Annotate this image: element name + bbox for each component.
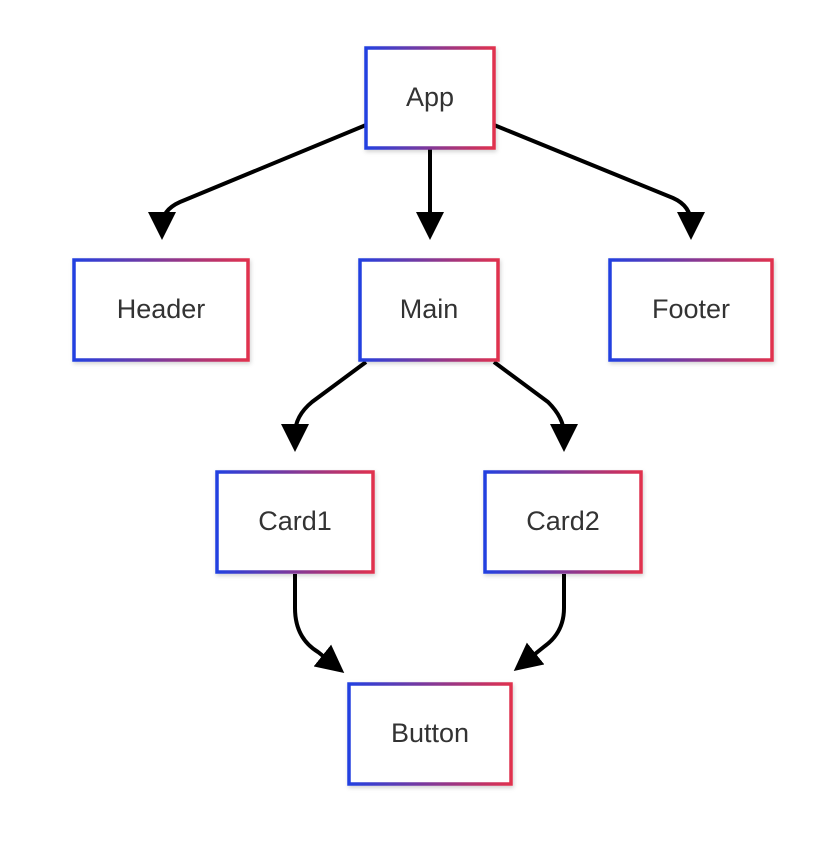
node-header-label: Header bbox=[117, 294, 206, 324]
node-card1: Card1 bbox=[215, 470, 375, 574]
node-header-box bbox=[72, 258, 250, 362]
node-button-box bbox=[347, 682, 513, 786]
node-footer: Footer bbox=[608, 258, 774, 362]
edge-main-card2 bbox=[492, 360, 578, 452]
node-app-label: App bbox=[406, 82, 454, 112]
node-main: Main bbox=[358, 258, 500, 362]
edge-app-header bbox=[148, 123, 367, 240]
edge-app-footer bbox=[493, 123, 705, 240]
node-app-box bbox=[364, 46, 496, 150]
node-button: Button bbox=[347, 682, 513, 786]
node-main-label: Main bbox=[400, 294, 459, 324]
node-card2: Card2 bbox=[483, 470, 643, 574]
node-card2-label: Card2 bbox=[526, 506, 600, 536]
edge-card2-button bbox=[513, 574, 566, 671]
node-app: App bbox=[364, 46, 496, 150]
node-card1-label: Card1 bbox=[258, 506, 332, 536]
node-card1-box bbox=[215, 470, 375, 574]
edge-main-card1 bbox=[281, 360, 368, 452]
node-card2-box bbox=[483, 470, 643, 574]
node-footer-box bbox=[608, 258, 774, 362]
node-footer-label: Footer bbox=[652, 294, 730, 324]
edge-card1-button bbox=[293, 574, 345, 673]
node-main-box bbox=[358, 258, 500, 362]
node-button-label: Button bbox=[391, 718, 469, 748]
node-header: Header bbox=[72, 258, 250, 362]
edges bbox=[148, 123, 705, 673]
